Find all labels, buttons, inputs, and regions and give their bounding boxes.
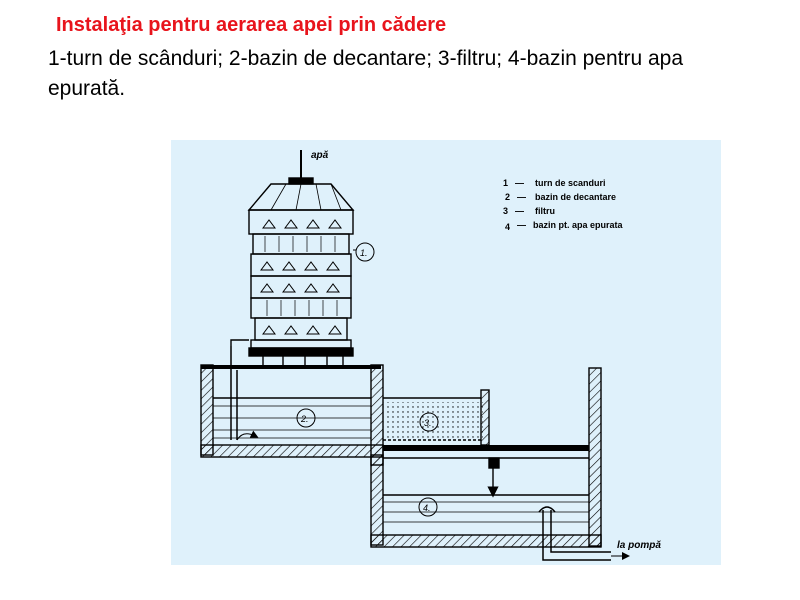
callout-1-label: 1. (360, 248, 368, 258)
callout-3-label: 3. (424, 418, 432, 428)
ground-walls (200, 364, 602, 548)
settling-tank (213, 346, 371, 441)
filter-tank (383, 389, 589, 498)
legend-dash-3: — (515, 206, 524, 216)
legend-num-2: 2 (505, 192, 510, 202)
slide-title: Instalaţia pentru aerarea apei prin căde… (56, 14, 447, 36)
callout-2-circle (296, 408, 316, 428)
legend-num-1: 1 (503, 178, 508, 188)
outlet-label: la pompă (617, 540, 661, 551)
legend-text-2: bazin de decantare (535, 192, 616, 202)
legend-dash-4: — (517, 220, 526, 230)
clean-water-tank (383, 494, 630, 561)
legend-text-4: bazin pt. apa epurata (533, 220, 624, 230)
aeration-diagram: 1. 2. 3. 4. apă la pompă 1 — turn de sca… (171, 140, 721, 565)
callout-1-circle (355, 242, 375, 262)
callout-4-circle (418, 497, 438, 517)
callout-2-label: 2. (300, 414, 309, 424)
inlet-label: apă (311, 150, 329, 161)
wooden-tower (230, 150, 355, 368)
callout-3-circle (419, 412, 439, 432)
legend-text-1: turn de scanduri (535, 178, 606, 188)
legend-num-3: 3 (503, 206, 508, 216)
callout-4-label: 4. (423, 503, 431, 513)
legend: 1 — turn de scanduri 2 — bazin de decant… (503, 178, 624, 232)
legend-num-4: 4 (505, 222, 510, 232)
legend-dash-2: — (517, 192, 526, 202)
legend-dash-1: — (515, 178, 524, 188)
slide-subtitle: 1-turn de scânduri; 2-bazin de decantare… (48, 47, 684, 100)
callouts (296, 242, 439, 517)
legend-text-3: filtru (535, 206, 555, 216)
